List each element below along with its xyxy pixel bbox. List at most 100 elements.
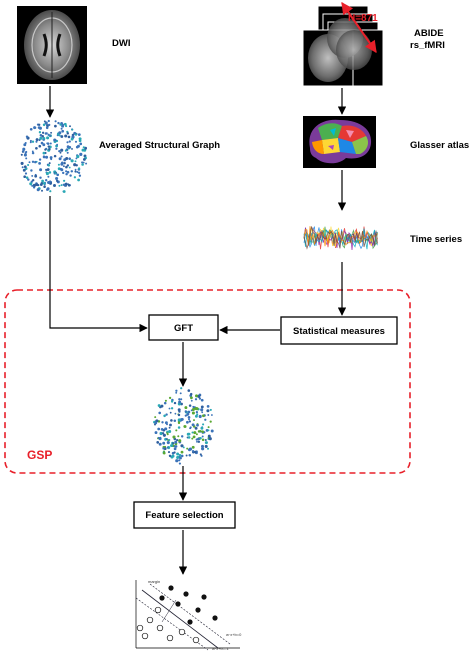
graph-node <box>162 447 164 449</box>
graph-node <box>192 450 194 452</box>
graph-node <box>30 128 33 131</box>
graph-node <box>163 415 166 418</box>
graph-node <box>196 433 198 435</box>
graph-node <box>192 446 195 449</box>
graph-node <box>196 441 198 443</box>
graph-node <box>188 433 191 436</box>
averaged-structural-graph <box>21 120 88 193</box>
class-a-point <box>201 594 206 599</box>
graph-node <box>195 394 198 397</box>
graph-node <box>201 430 204 433</box>
graph-node <box>39 137 42 140</box>
graph-node <box>191 400 193 402</box>
graph-node <box>37 184 39 186</box>
graph-node <box>161 428 164 431</box>
graph-node <box>205 445 208 448</box>
graph-node <box>41 142 44 145</box>
graph-node <box>200 427 203 430</box>
class-a-point <box>175 601 180 606</box>
graph-node <box>178 401 181 404</box>
graph-node <box>36 138 39 141</box>
graph-node <box>191 431 193 433</box>
graph-node <box>21 162 24 165</box>
graph-node <box>33 184 36 187</box>
class-a-point <box>168 585 173 590</box>
graph-node <box>49 162 51 164</box>
graph-node <box>62 172 64 174</box>
graph-node <box>174 402 176 404</box>
graph-node <box>45 179 47 181</box>
graph-node <box>71 148 73 150</box>
graph-node <box>54 125 57 128</box>
graph-node <box>81 163 84 166</box>
graph-node <box>204 419 206 421</box>
graph-node <box>68 157 71 160</box>
graph-node <box>184 406 187 409</box>
graph-node <box>57 122 59 124</box>
graph-node <box>78 167 80 169</box>
graph-node <box>201 447 204 450</box>
graph-node <box>75 160 77 162</box>
graph-node <box>164 427 167 430</box>
graph-node <box>33 126 36 129</box>
graph-node <box>63 190 66 193</box>
graph-node <box>68 136 71 139</box>
graph-node <box>46 172 49 175</box>
graph-node <box>192 411 195 414</box>
graph-node <box>170 412 172 414</box>
graph-node <box>40 134 43 137</box>
graph-node <box>81 161 83 163</box>
graph-node <box>59 157 62 160</box>
graph-node <box>25 157 27 159</box>
glasser-atlas-image <box>303 116 376 168</box>
graph-node <box>49 190 51 192</box>
graph-node <box>162 442 165 445</box>
graph-node <box>63 184 65 186</box>
graph-node <box>201 405 204 408</box>
graph-node <box>58 150 60 152</box>
graph-node <box>176 456 179 459</box>
graph-node <box>183 425 186 428</box>
graph-node <box>35 147 38 150</box>
graph-node <box>178 410 180 412</box>
dwi-label: DWI <box>112 38 130 49</box>
graph-node <box>188 418 190 420</box>
graph-node <box>211 430 214 433</box>
graph-node <box>178 422 180 424</box>
graph-node <box>175 445 178 448</box>
graph-node <box>34 175 37 178</box>
class-b-point <box>179 629 185 635</box>
graph-node <box>199 415 202 418</box>
graph-node <box>65 150 67 152</box>
graph-node <box>209 437 212 440</box>
graph-node <box>178 426 181 429</box>
graph-node <box>39 158 41 160</box>
fmri-stack: N=871 <box>303 3 383 92</box>
graph-node <box>30 169 32 171</box>
graph-node <box>199 397 201 399</box>
graph-node <box>195 407 198 410</box>
graph-node <box>200 453 202 455</box>
time-series-signal-icon <box>304 226 378 250</box>
graph-node <box>174 451 176 453</box>
graph-node <box>180 387 182 389</box>
graph-node <box>58 131 61 134</box>
graph-node <box>32 161 34 163</box>
graph-node <box>175 413 177 415</box>
graph-node <box>67 145 70 148</box>
graph-node <box>195 398 197 400</box>
graph-node <box>38 162 41 165</box>
graph-node <box>174 420 177 423</box>
graph-node <box>207 448 209 450</box>
subject-count-label: N=871 <box>348 13 378 24</box>
graph-node <box>61 130 64 133</box>
graph-node <box>199 437 201 439</box>
graph-node <box>175 390 177 392</box>
class-b-point <box>193 637 199 643</box>
graph-node <box>74 176 76 178</box>
graph-node <box>187 389 190 392</box>
graph-node <box>69 140 71 142</box>
graph-node <box>211 414 213 416</box>
graph-node <box>196 424 199 427</box>
